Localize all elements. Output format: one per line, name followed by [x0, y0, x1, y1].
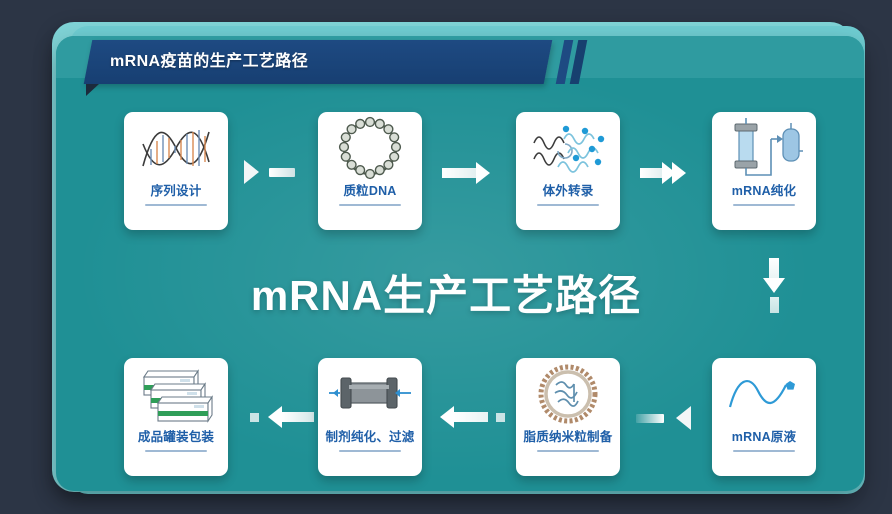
arrow-shaft-icon [454, 412, 488, 422]
step-card-in-vitro-transcription[interactable]: 体外转录 [516, 112, 620, 230]
banner-fold-corner [86, 84, 99, 96]
mrna-strand-icon [712, 358, 816, 430]
step-label: 体外转录 [542, 184, 594, 198]
arrow-head-icon [476, 162, 490, 184]
packaged-boxes-icon [124, 358, 228, 430]
arrow-dot-icon [496, 412, 505, 422]
step-card-lipid-nanoparticle[interactable]: 脂质纳米粒制备 [516, 358, 620, 476]
arrow-seq-to-plasmid [244, 160, 295, 184]
step-card-sequence-design[interactable]: 序列设计 [124, 112, 228, 230]
step-label: 脂质纳米粒制备 [523, 430, 613, 444]
arrow-shaft-icon [282, 412, 314, 422]
step-label: 质粒DNA [343, 184, 397, 198]
arrow-down-to-bottom-row [763, 258, 785, 313]
arrow-ivt-to-purification [640, 162, 686, 184]
arrow-dot-icon [250, 412, 259, 422]
step-card-mrna-drug-substance[interactable]: mRNA原液 [712, 358, 816, 476]
step-card-plasmid-dna[interactable]: 质粒DNA [318, 112, 422, 230]
arrow-head-icon [268, 406, 282, 428]
filter-cartridge-icon [318, 358, 422, 430]
arrow-shaft-icon [442, 168, 476, 178]
dna-helix-icon [124, 112, 228, 184]
step-label: mRNA纯化 [731, 184, 797, 198]
lipid-nanoparticle-icon [516, 358, 620, 430]
step-label: 制剂纯化、过滤 [325, 430, 415, 444]
label-underline [145, 450, 207, 452]
banner-title: mRNA疫苗的生产工艺路径 [110, 53, 309, 70]
arrow-bar-icon [269, 167, 295, 177]
arrow-drugsubstance-to-lnp [636, 406, 691, 430]
arrow-bar-icon [636, 413, 664, 423]
arrow-tail-bar-icon [769, 297, 779, 313]
step-card-mrna-purification[interactable]: mRNA纯化 [712, 112, 816, 230]
arrow-head-icon [244, 160, 259, 184]
arrow-shaft-icon [640, 168, 662, 178]
plasmid-ring-icon [318, 112, 422, 184]
label-underline [339, 204, 401, 206]
arrow-head-icon [763, 278, 785, 293]
arrow-head-second-icon [672, 162, 686, 184]
chromatography-column-icon [712, 112, 816, 184]
arrow-head-icon [440, 406, 454, 428]
label-underline [537, 204, 599, 206]
arrow-lnp-to-filtration [440, 406, 505, 428]
label-underline [145, 204, 207, 206]
arrow-head-icon [676, 406, 691, 430]
step-card-formulation-purification-filtration[interactable]: 制剂纯化、过滤 [318, 358, 422, 476]
step-card-final-filling-packaging[interactable]: 成品罐装包装 [124, 358, 228, 476]
step-label: mRNA原液 [731, 430, 797, 444]
arrow-shaft-icon [769, 258, 779, 278]
arrow-plasmid-to-ivt [442, 162, 490, 184]
label-underline [537, 450, 599, 452]
arrow-filtration-to-packaging [250, 406, 314, 428]
step-label: 成品罐装包装 [137, 430, 215, 444]
transcription-strands-icon [516, 112, 620, 184]
label-underline [733, 204, 795, 206]
label-underline [733, 450, 795, 452]
step-label: 序列设计 [150, 184, 202, 198]
label-underline [339, 450, 401, 452]
